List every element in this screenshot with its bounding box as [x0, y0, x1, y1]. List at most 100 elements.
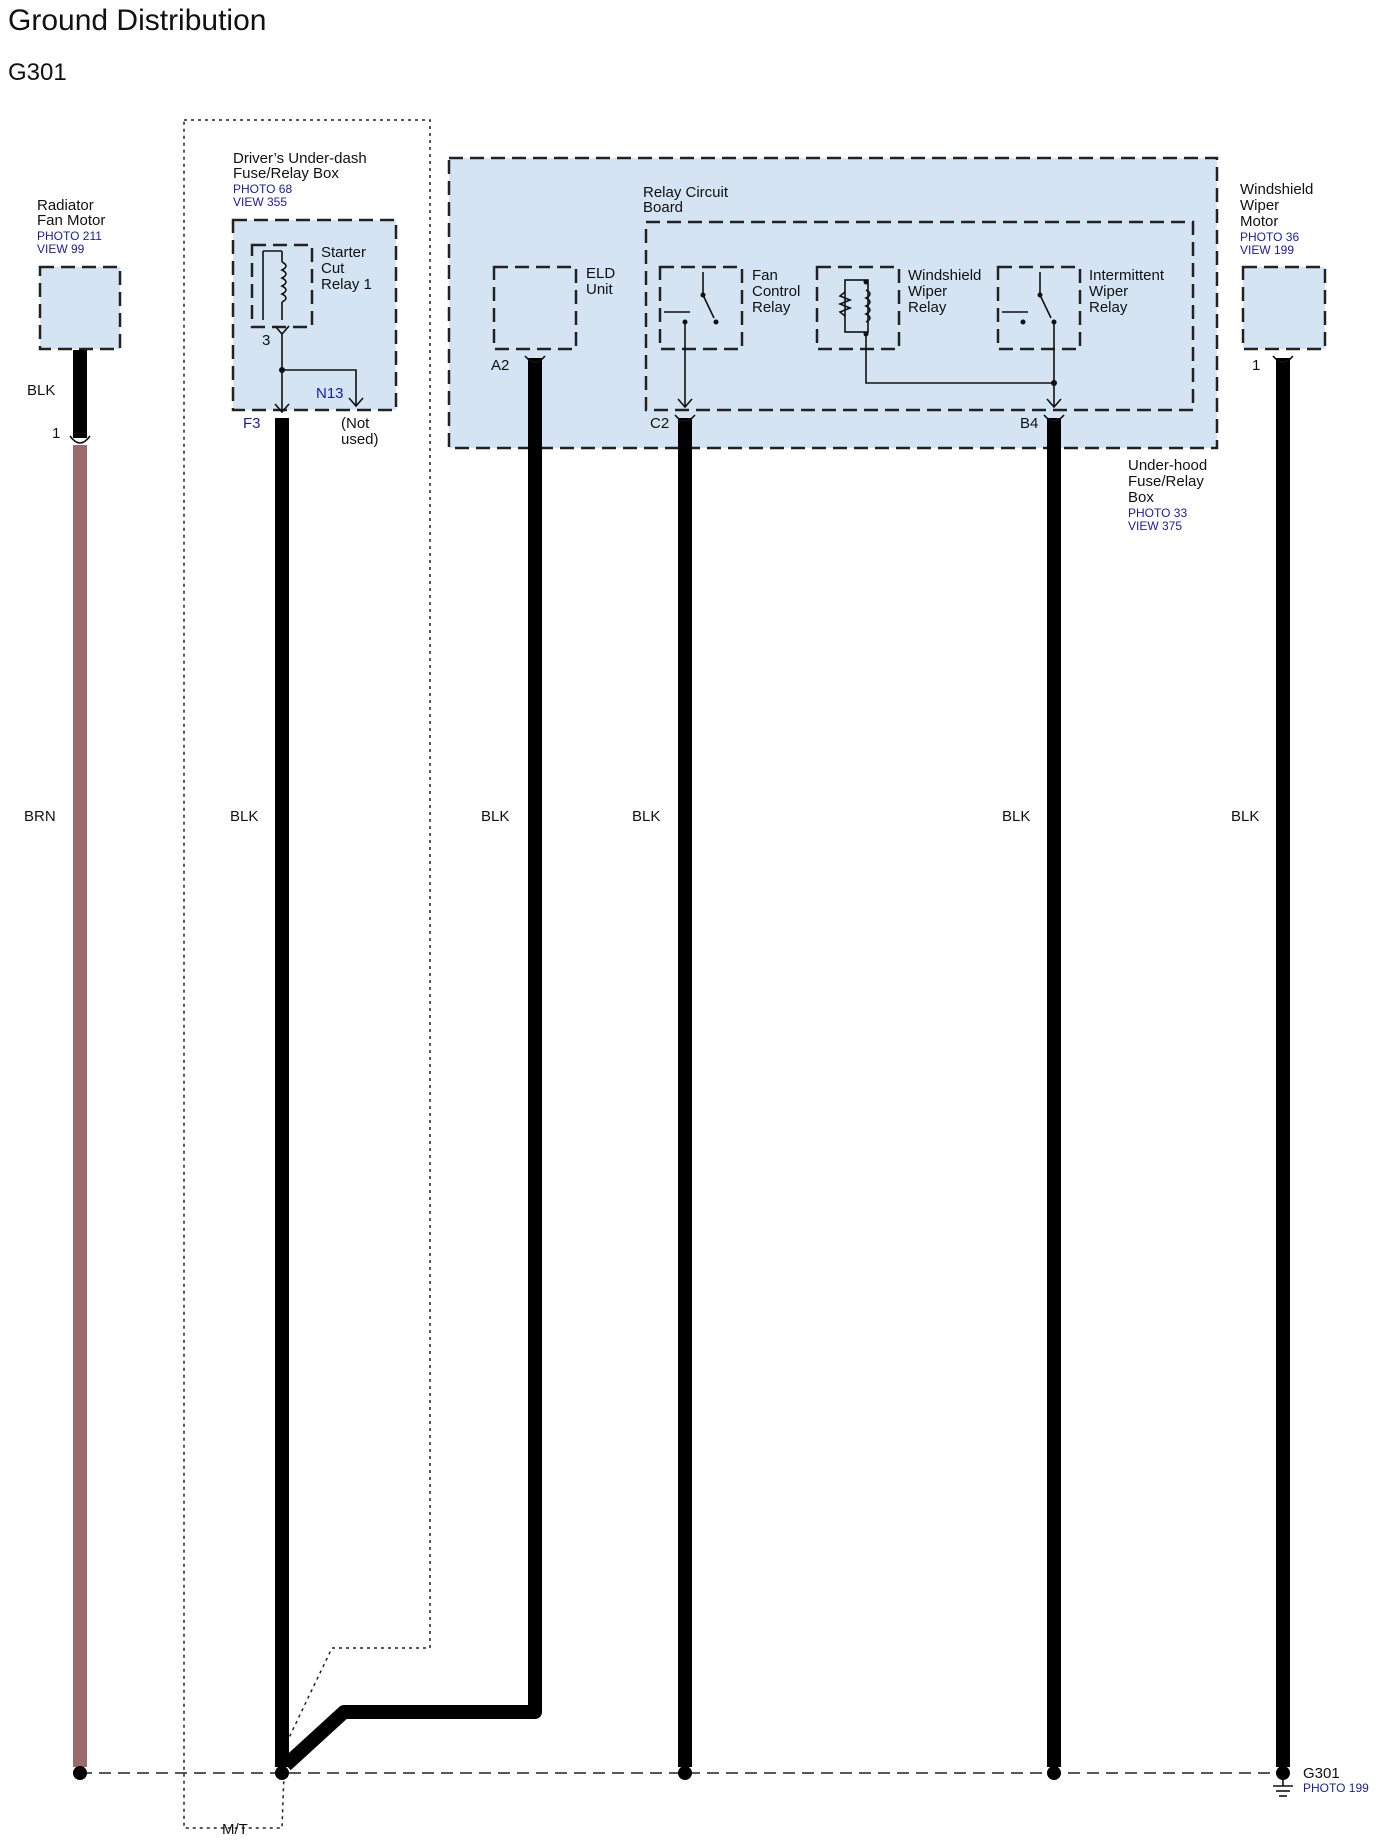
eld-label-1: ELD: [586, 265, 615, 282]
starter-relay-label-2: Cut: [321, 260, 345, 277]
ground-symbol-icon: [1273, 1780, 1293, 1797]
wiper-relay-label-3: Relay: [908, 299, 947, 316]
underhood-view-ref: VIEW 375: [1128, 519, 1182, 533]
wiper-relay-link: [865, 334, 1054, 384]
relay-board-label-2: Board: [643, 199, 683, 216]
underhood-label-2: Fuse/Relay: [1128, 473, 1204, 490]
a2-blk-wire: [281, 358, 542, 1771]
mt-option-outline: [183, 119, 431, 1829]
f3-terminal: F3: [243, 415, 261, 432]
wiper-relay-label-1: Windshield: [908, 267, 981, 284]
underhood-label-1: Under-hood: [1128, 457, 1207, 474]
eld-unit-box: [492, 265, 578, 351]
int-relay-label-1: Intermittent: [1089, 267, 1165, 284]
underhood-fuse-relay-box: ELD Unit A2 Relay Circuit Board Fan Cont…: [447, 156, 1219, 450]
wiper-relay-coil-icon: [864, 289, 871, 323]
windshield-wiper-relay-box: [815, 265, 901, 351]
eld-pin: A2: [491, 357, 509, 374]
wiper-motor-label-3: Motor: [1240, 213, 1278, 230]
radiator-wire-color: BRN: [24, 808, 56, 825]
ground-subtitle: G301: [8, 59, 67, 86]
int-relay-contact-arm: [1039, 294, 1052, 319]
radiator-label-1: Radiator: [37, 197, 94, 214]
drivers-box-outline: [231, 218, 398, 412]
starter-relay-label-3: Relay 1: [321, 276, 372, 293]
drivers-box-label-1: Driver’s Under-dash: [233, 150, 367, 167]
f3-wire-color: BLK: [230, 808, 258, 825]
fan-relay-label-2: Control: [752, 283, 800, 300]
ground-name: G301: [1303, 1765, 1340, 1782]
b4-pin: B4: [1020, 415, 1038, 432]
starter-relay-coil-icon: [280, 261, 287, 303]
c2-pin: C2: [650, 415, 669, 432]
wiper-motor-view-ref: VIEW 199: [1240, 243, 1294, 257]
wiper-motor-label-1: Windshield: [1240, 181, 1313, 198]
fan-relay-arrow: [677, 398, 693, 409]
drivers-box-label-2: Fuse/Relay Box: [233, 165, 339, 182]
int-relay-arrow: [1046, 398, 1062, 409]
wiper-relay-label-2: Wiper: [908, 283, 947, 300]
n13-branch: [282, 369, 357, 405]
wiper-motor-box: [1241, 265, 1327, 351]
ground-node-f3: [275, 1766, 289, 1780]
int-relay-label-2: Wiper: [1089, 283, 1128, 300]
wiper-motor-pin: 1: [1252, 357, 1260, 374]
fan-relay-label-3: Relay: [752, 299, 791, 316]
relay-board-label-1: Relay Circuit: [643, 184, 729, 201]
radiator-photo-ref: PHOTO 211: [37, 229, 102, 243]
ground-node-c2: [678, 1766, 692, 1780]
wiper-motor-wire-color: BLK: [1231, 808, 1259, 825]
ground-photo-ref: PHOTO 199: [1303, 1781, 1369, 1795]
int-relay-label-3: Relay: [1089, 299, 1128, 316]
wiper-relay-resistor-icon: [837, 291, 853, 317]
wiper-motor-photo-ref: PHOTO 36: [1240, 230, 1299, 244]
radiator-fan-motor: Radiator Fan Motor PHOTO 211 VIEW 99: [37, 197, 122, 351]
wiper-motor-connector-mark: [1272, 355, 1294, 363]
c2-connector-mark: [674, 414, 696, 422]
drivers-box-photo-ref: PHOTO 68: [233, 182, 292, 196]
not-used-1: (Not: [341, 415, 370, 432]
page-title: Ground Distribution: [8, 4, 266, 37]
n13-terminal: N13: [316, 385, 344, 402]
starter-relay-pin: 3: [262, 332, 270, 349]
radiator-label-2: Fan Motor: [37, 212, 105, 229]
mt-option-label: M/T: [222, 1821, 248, 1838]
eld-label-2: Unit: [586, 281, 614, 298]
drivers-fuse-relay-box: Driver’s Under-dash Fuse/Relay Box PHOTO…: [231, 150, 398, 414]
fan-relay-label-1: Fan: [752, 267, 778, 284]
underhood-photo-ref: PHOTO 33: [1128, 506, 1187, 520]
radiator-motor-box: [38, 265, 122, 351]
starter-cut-relay-box: [250, 243, 314, 329]
ground-node-wiper-motor: [1276, 1766, 1290, 1780]
relay-circuit-board-box: [644, 220, 1195, 412]
fan-relay-contact-point: [713, 319, 719, 325]
f3-arrow: [274, 403, 290, 414]
fan-control-relay-box: [658, 265, 744, 351]
intermittent-wiper-relay-box: [996, 265, 1082, 351]
radiator-pin-number: 1: [52, 425, 60, 442]
underhood-label-3: Box: [1128, 489, 1154, 506]
fan-relay-contact-pivot: [700, 292, 706, 298]
n13-arrow: [348, 397, 364, 408]
int-relay-contact-point-2: [1020, 319, 1026, 325]
wiper-motor-label-2: Wiper: [1240, 197, 1279, 214]
radiator-connector-mark: [69, 435, 91, 444]
int-relay-junction: [1051, 380, 1057, 386]
b4-wire-color: BLK: [1002, 808, 1030, 825]
drivers-box-view-ref: VIEW 355: [233, 195, 287, 209]
starter-relay-label-1: Starter: [321, 244, 366, 261]
radiator-top-wire-color: BLK: [27, 382, 55, 399]
wiper-relay-node-top: [863, 279, 869, 285]
not-used-2: used): [341, 431, 379, 448]
ground-node-radiator: [73, 1766, 87, 1780]
int-relay-contact-pivot: [1037, 292, 1043, 298]
radiator-view-ref: VIEW 99: [37, 242, 85, 256]
a2-connector-mark: [524, 355, 546, 363]
fan-relay-contact-arm: [702, 294, 715, 319]
ground-node-b4: [1047, 1766, 1061, 1780]
a2-wire-color: BLK: [481, 808, 509, 825]
b4-connector-mark: [1043, 414, 1065, 422]
c2-wire-color: BLK: [632, 808, 660, 825]
windshield-wiper-motor: Windshield Wiper Motor PHOTO 36 VIEW 199: [1240, 181, 1327, 351]
